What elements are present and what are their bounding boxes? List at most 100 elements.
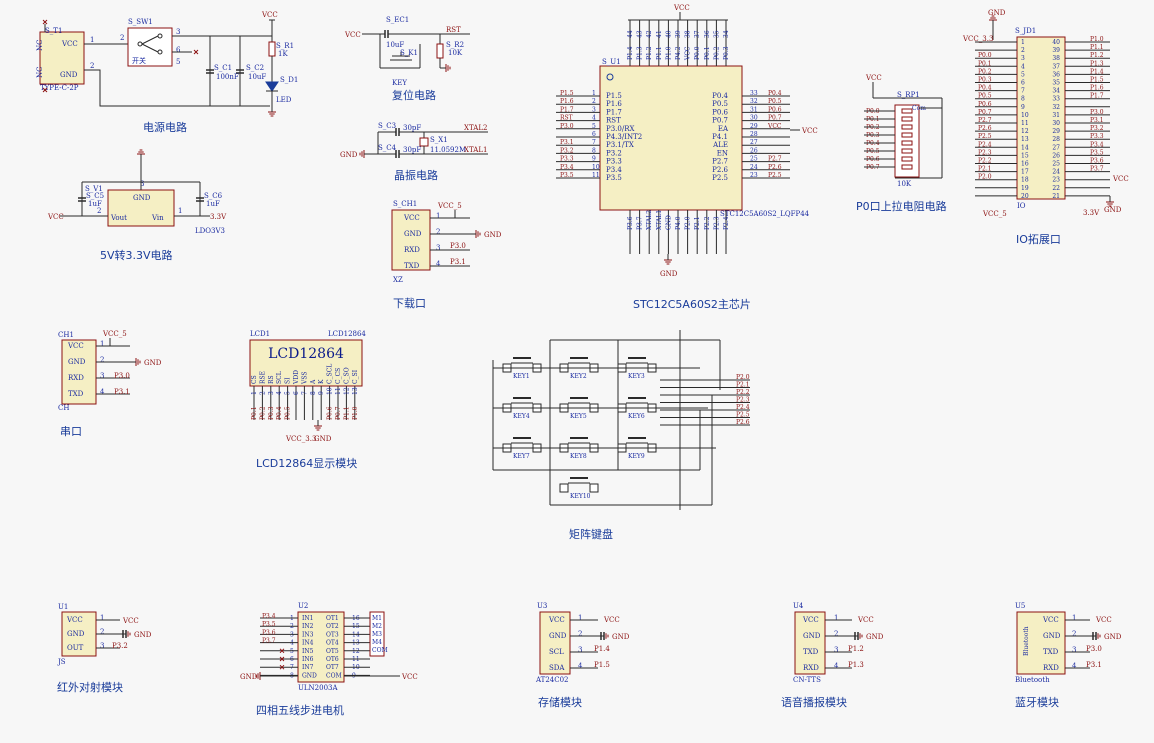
pin1-marker xyxy=(606,73,614,81)
part-label: 开关 xyxy=(132,56,146,65)
net-gnd: GND xyxy=(1104,206,1122,214)
usb-typec-connector xyxy=(39,31,85,85)
wire xyxy=(84,69,270,107)
pin-number: 42 xyxy=(646,30,653,38)
pin-number: 5 xyxy=(285,391,292,395)
pin-label: P4.3/INT2 xyxy=(606,133,642,141)
pin-label: P1.2 xyxy=(646,46,653,60)
pin-number: 16 xyxy=(1021,161,1029,168)
pin-label: GND xyxy=(68,358,86,366)
key-label: KEY5 xyxy=(570,413,587,420)
pin-label: RSE xyxy=(259,371,266,384)
pin-number: 2 xyxy=(1072,630,1076,638)
ref-label: S_C2 xyxy=(246,64,264,72)
key-label: KEY6 xyxy=(628,413,645,420)
pin-label: P0.3 xyxy=(723,46,730,60)
net-vcc: VCC xyxy=(1095,616,1112,624)
pin-label: C_SI xyxy=(352,369,359,384)
pin-number: 2 xyxy=(436,228,440,236)
bluetooth-module xyxy=(1016,611,1066,675)
mcu-chip xyxy=(599,65,743,211)
keypad-key-1 xyxy=(502,357,542,373)
net-label: P1.7 xyxy=(1090,93,1104,100)
pin-label: GND xyxy=(404,230,422,238)
pin-label: P3.6 xyxy=(627,216,634,230)
pin-label: P0.1 xyxy=(704,46,711,60)
net-label: P1.5 xyxy=(594,661,610,669)
net-vcc: VCC xyxy=(401,673,418,681)
title-mcu: STC12C5A60S2主芯片 xyxy=(633,298,751,311)
value-label: 1uF xyxy=(88,200,102,208)
pin-label: VCC xyxy=(66,616,83,624)
pin-label: P3.5 xyxy=(606,174,622,182)
pin-number: 4 xyxy=(834,662,839,670)
net-label: P0.7 xyxy=(335,406,342,420)
pin-label: P3.3 xyxy=(606,158,622,166)
net-label: P1.7 xyxy=(560,106,574,113)
crystal-x1 xyxy=(419,137,429,147)
pin-label: P1.0 xyxy=(665,46,672,60)
ground-icon xyxy=(475,230,481,238)
keypad-key-2 xyxy=(559,357,599,373)
resistor-r2 xyxy=(436,43,444,59)
keypad-key-4 xyxy=(502,397,542,413)
pin-number: 2 xyxy=(592,98,596,105)
net-label: P1.4 xyxy=(1090,68,1104,75)
net-label: P2.5 xyxy=(736,412,750,419)
net-label: P0.3 xyxy=(978,77,992,84)
pin-number: 37 xyxy=(1052,63,1060,70)
net-label: P3.4 xyxy=(560,164,574,171)
ref-label: S_SW1 xyxy=(128,18,153,26)
pin-label: M4 xyxy=(372,639,382,646)
net-p30: P3.0 xyxy=(114,372,130,380)
ref-label: S_U1 xyxy=(602,58,621,66)
pin-number: 23 xyxy=(1052,177,1060,184)
no-connect-icon xyxy=(279,656,285,662)
pin-label: SCL xyxy=(549,648,564,656)
title-reset: 复位电路 xyxy=(392,89,436,102)
pin-label: TXD xyxy=(803,648,819,656)
pin-label: SDA xyxy=(549,664,565,672)
pin-label: OT4 xyxy=(326,640,339,647)
key-label: KEY3 xyxy=(628,373,645,380)
pin-number: 27 xyxy=(1052,144,1060,151)
ref-label: S_V1 xyxy=(85,185,103,193)
ref-label: S_C4 xyxy=(378,144,397,152)
key-terminal xyxy=(589,483,599,493)
pin-label: EA xyxy=(718,125,729,133)
resistor-element xyxy=(901,108,913,114)
pin-label: RXD xyxy=(68,374,84,382)
net-label: P1.0 xyxy=(1090,36,1104,43)
net-label: P0.4 xyxy=(276,406,283,420)
pin-label: P4.2 xyxy=(675,46,682,60)
pin-label: SI xyxy=(285,377,292,384)
pin-number: 30 xyxy=(1052,120,1060,127)
pin-number: 6 xyxy=(592,131,596,138)
pin-label: OT7 xyxy=(326,664,339,671)
keypad-key-9 xyxy=(617,437,657,453)
resistor-element xyxy=(901,124,913,130)
value-label: 10K xyxy=(448,49,463,57)
pin-number: 2 xyxy=(100,628,104,636)
ref-label: U4 xyxy=(793,602,804,610)
net-label: P3.2 xyxy=(560,147,574,154)
net-rst: RST xyxy=(446,26,461,34)
net-label: P1.1 xyxy=(343,406,350,420)
pin-number: 32 xyxy=(750,98,758,105)
pin-number: 4 xyxy=(276,391,283,395)
pin-number: 2 xyxy=(1021,47,1025,54)
pin-number: 3 xyxy=(834,646,838,654)
pin-number: 11 xyxy=(335,387,342,395)
pin-label: GND xyxy=(665,215,672,230)
ref-label: S_X1 xyxy=(430,136,448,144)
ref-label: S_RP1 xyxy=(897,91,920,99)
title-eeprom: 存储模块 xyxy=(538,696,582,709)
net-label: P3.1 xyxy=(1086,661,1102,669)
pin-label: VCC xyxy=(802,616,819,624)
net-label: P2.5 xyxy=(768,172,782,179)
pin-label: M1 xyxy=(372,615,382,622)
net-vcc: VCC xyxy=(857,616,874,624)
net-label: P2.3 xyxy=(736,397,750,404)
switch-icon xyxy=(141,35,159,45)
